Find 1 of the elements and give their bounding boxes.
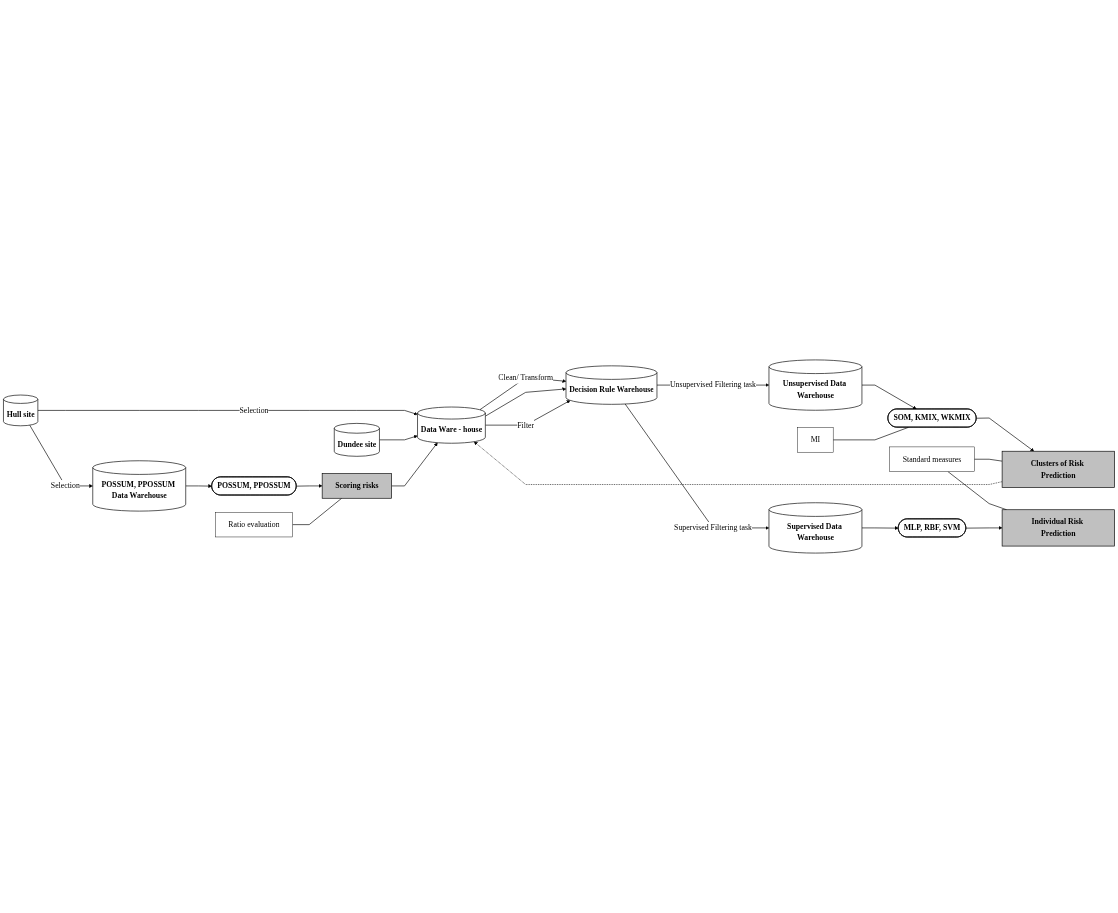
connector xyxy=(292,497,342,525)
